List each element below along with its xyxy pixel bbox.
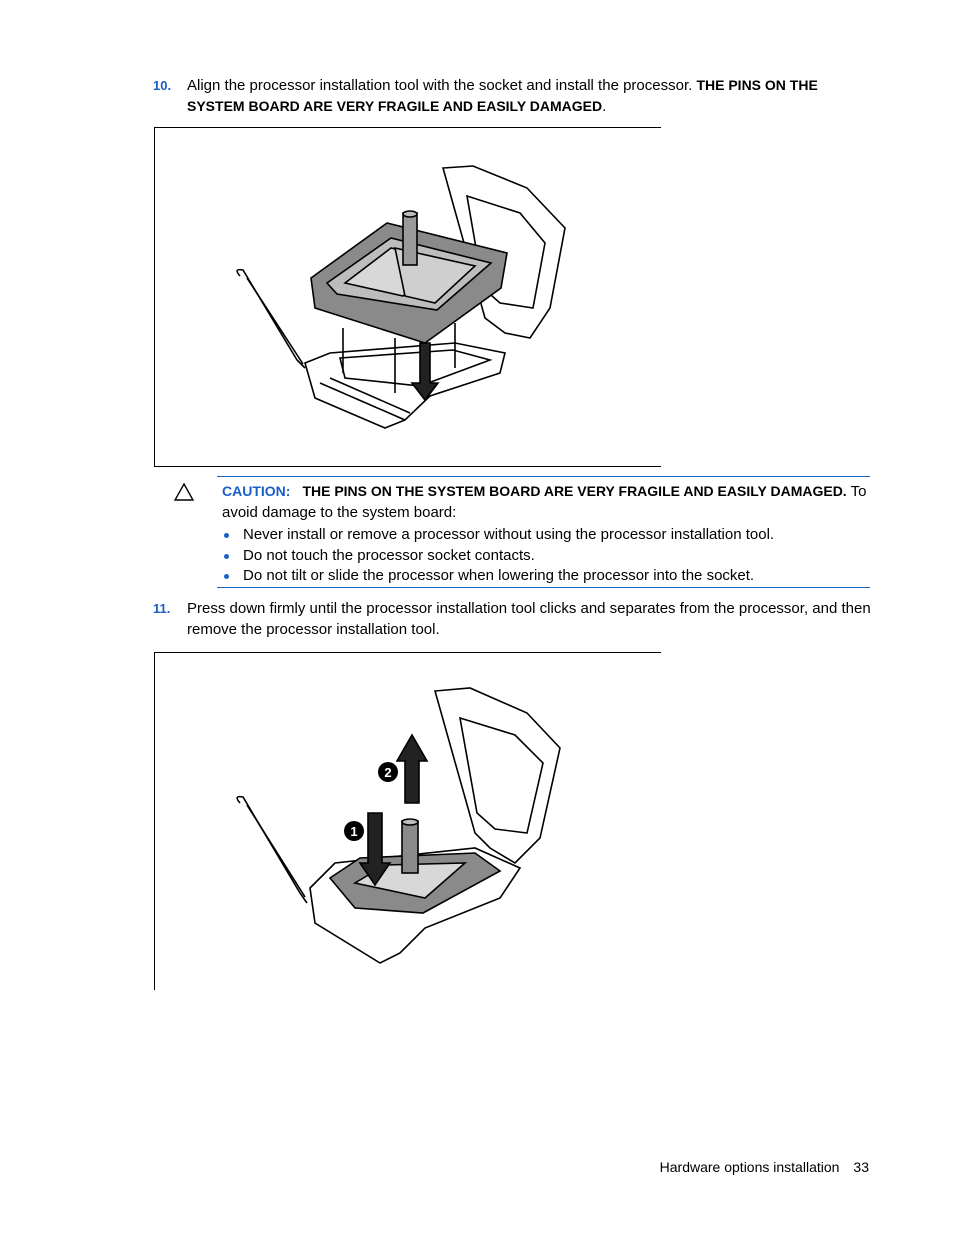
svg-text:2: 2 — [384, 765, 391, 780]
svg-text:1: 1 — [350, 824, 357, 839]
step-10: 10. Align the processor installation too… — [153, 75, 873, 117]
caution-text: CAUTION: THE PINS ON THE SYSTEM BOARD ARE… — [222, 483, 867, 521]
bullet-icon — [224, 533, 229, 538]
step-11: 11. Press down firmly until the processo… — [153, 598, 873, 640]
caution-list: Never install or remove a processor with… — [222, 525, 870, 587]
caution-icon — [173, 482, 195, 501]
list-item: Do not tilt or slide the processor when … — [222, 566, 870, 587]
callout-2: 2 — [378, 762, 398, 782]
step-number: 10. — [153, 78, 172, 93]
page-footer: Hardware options installation 33 — [660, 1159, 869, 1175]
step-text: Press down firmly until the processor in… — [187, 600, 871, 638]
figure-remove-tool: 1 2 — [154, 652, 661, 990]
caution-box: CAUTION: THE PINS ON THE SYSTEM BOARD ARE… — [217, 476, 870, 588]
caution-warning: THE PINS ON THE SYSTEM BOARD ARE VERY FR… — [302, 483, 847, 499]
figure-install-processor — [154, 127, 661, 467]
step-text: Align the processor installation tool wi… — [187, 77, 818, 115]
bullet-icon — [224, 574, 229, 579]
callout-1: 1 — [344, 821, 364, 841]
list-item: Never install or remove a processor with… — [222, 525, 870, 546]
bullet-icon — [224, 553, 229, 559]
list-item: Do not touch the processor socket contac… — [222, 546, 870, 567]
tool-removal-illustration: 1 2 — [236, 687, 561, 964]
section-title: Hardware options installation — [659, 1159, 840, 1175]
processor-install-illustration — [236, 165, 566, 429]
caution-label: CAUTION: — [222, 483, 291, 499]
step-number: 11. — [153, 601, 171, 616]
page-number: 33 — [853, 1159, 869, 1175]
